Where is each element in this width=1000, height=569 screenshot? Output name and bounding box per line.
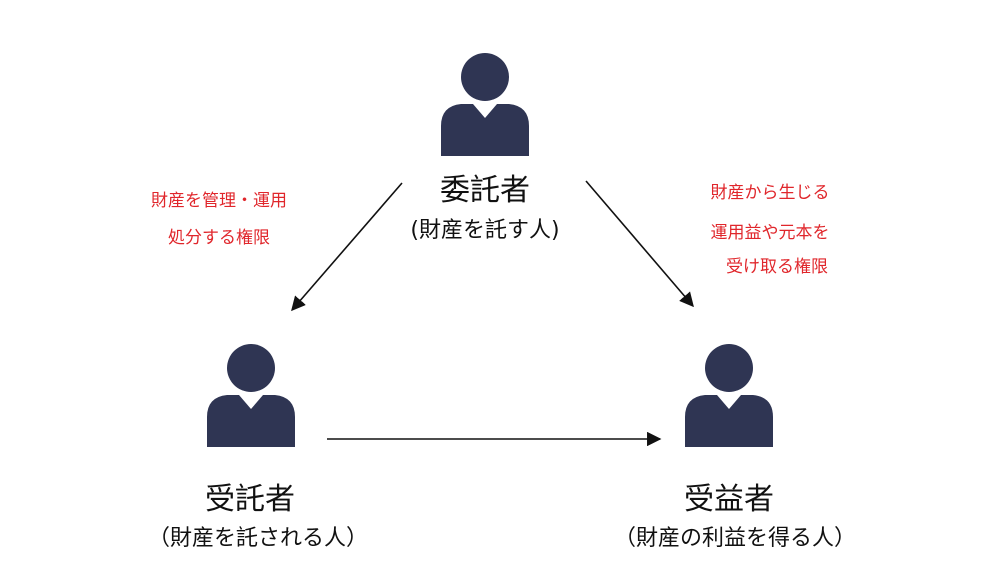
entrustor-title: 委託者	[440, 173, 530, 208]
trustee-right-line1: 財産を管理・運用	[151, 191, 287, 211]
beneficiary-right-line3: 受け取る権限	[726, 257, 828, 277]
arrow-entrustor-to-trustee	[291, 182, 403, 312]
beneficiary-right-line2: 運用益や元本を	[710, 223, 830, 243]
beneficiary-desc: （財産の利益を得る人）	[613, 526, 857, 551]
trustee-person-icon	[207, 344, 295, 447]
beneficiary-person-icon	[685, 344, 773, 447]
entrustor-desc: (財産を託す人)	[410, 218, 560, 243]
beneficiary-title: 受益者	[684, 482, 774, 517]
beneficiary-right-line1: 財産から生じる	[710, 183, 830, 203]
arrow-entrustor-to-beneficiary	[585, 180, 694, 308]
trustee-right-line2: 処分する権限	[168, 228, 270, 248]
trustee-title: 受託者	[205, 482, 295, 517]
entrustor-person-icon	[441, 53, 529, 156]
trustee-desc: （財産を託される人）	[147, 526, 369, 551]
